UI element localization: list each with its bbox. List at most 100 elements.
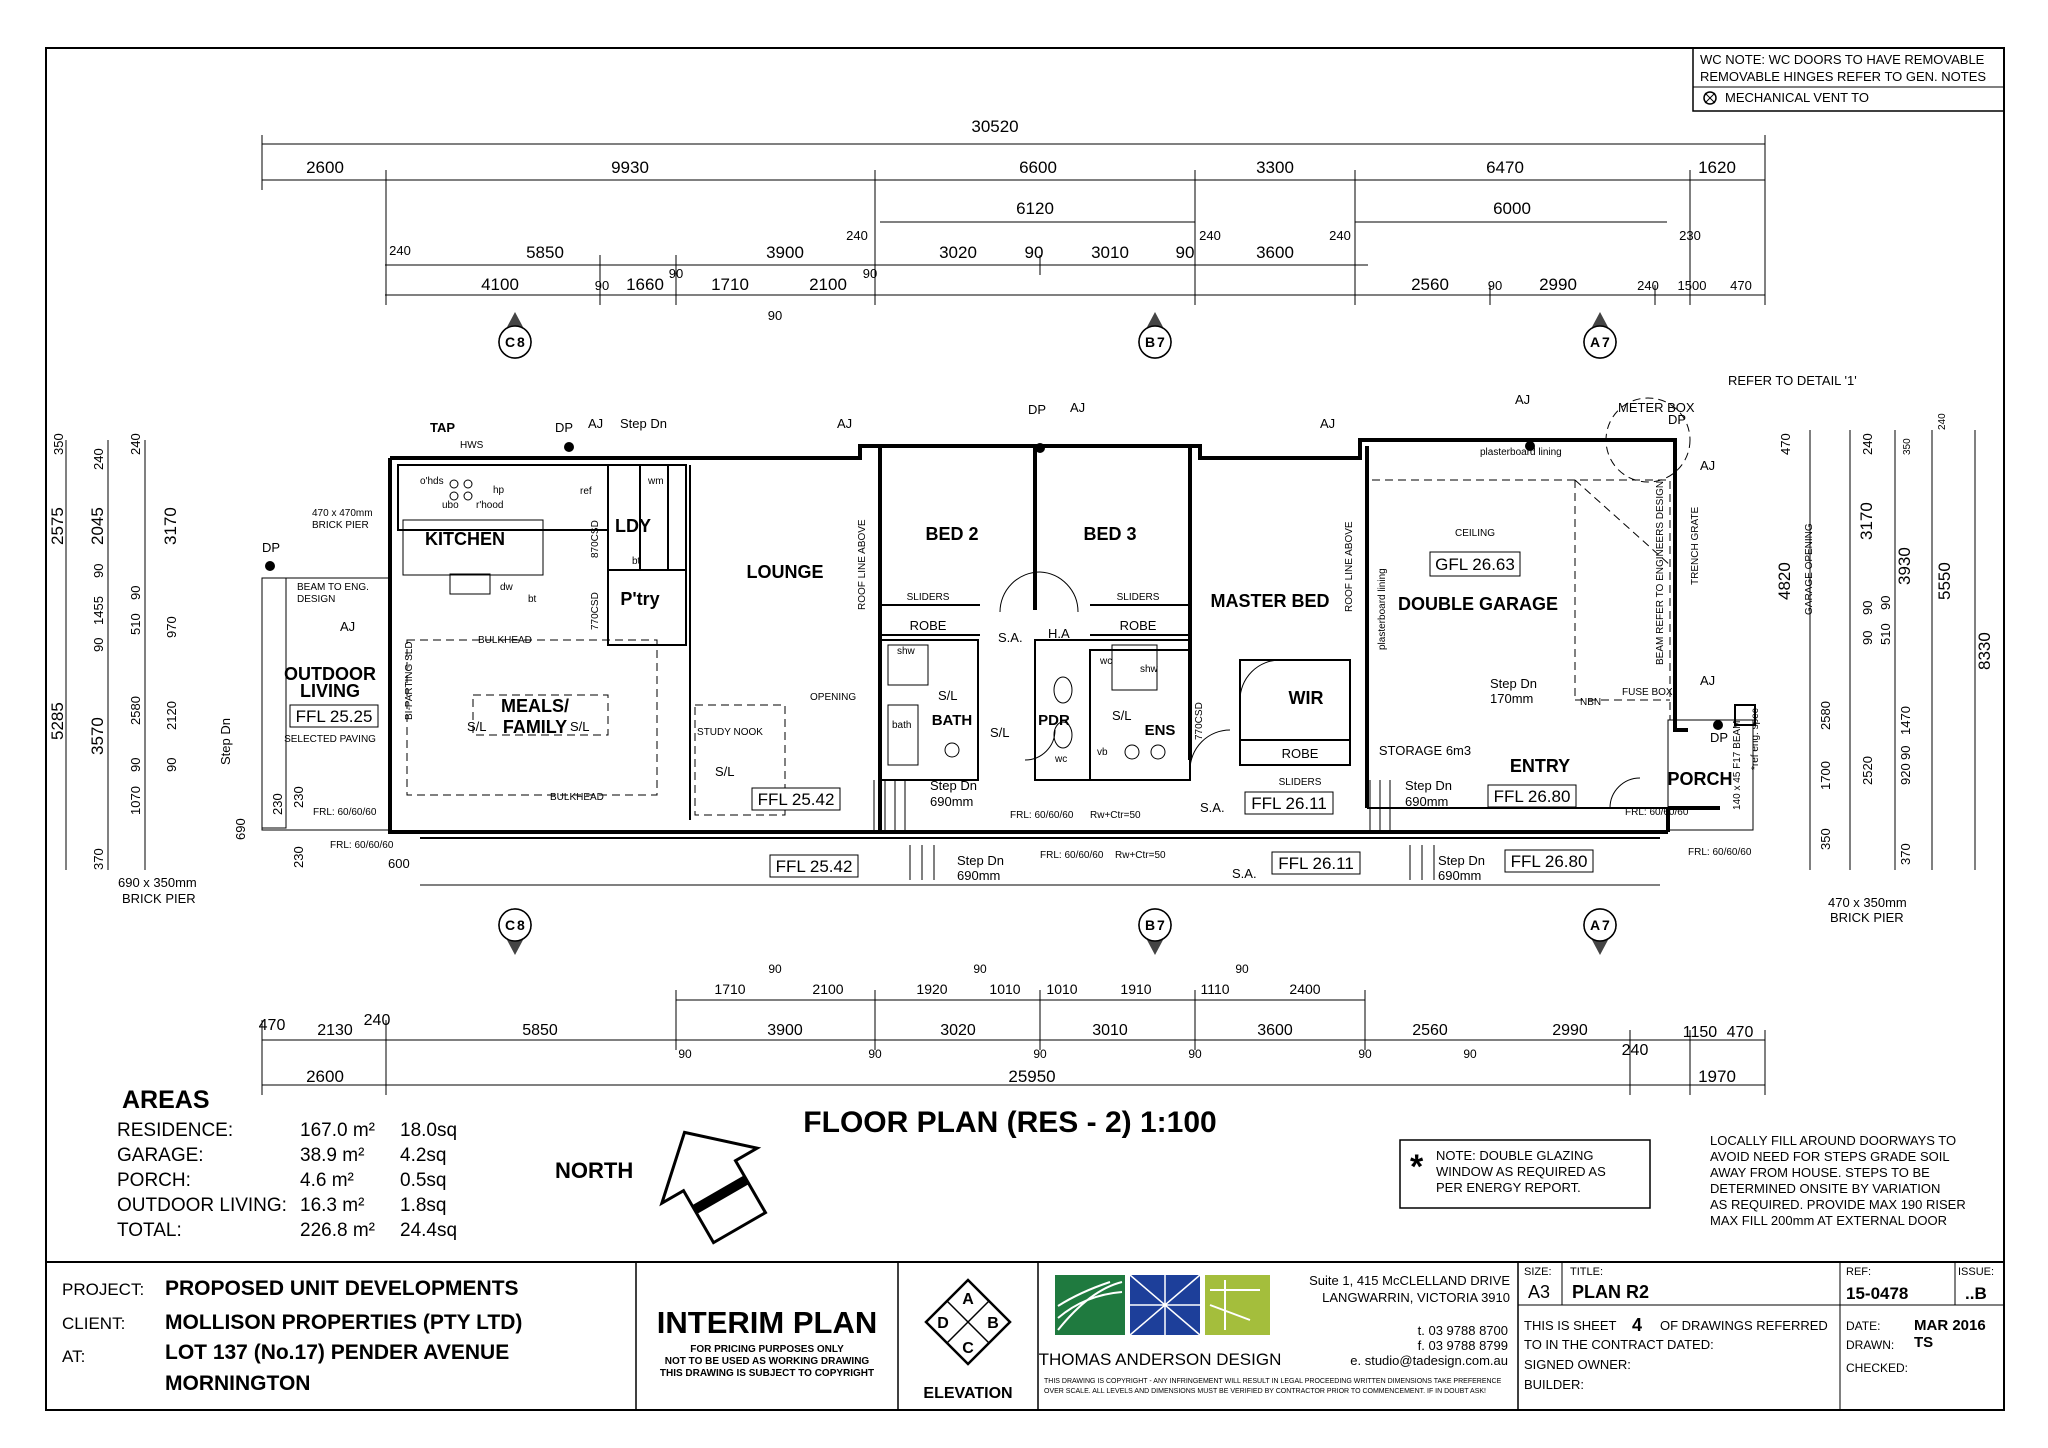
dim-left-outer-1: 2575 <box>48 507 67 545</box>
dim-right-inner-3: 1700 <box>1818 761 1833 790</box>
dim-bottom-90: 90 <box>868 1047 882 1061</box>
asterisk-icon: * <box>1410 1148 1424 1186</box>
brick-pier-690-b: BRICK PIER <box>122 891 196 906</box>
rhood: r'hood <box>476 500 504 511</box>
dim-right-mid-3: 1470 <box>1898 706 1913 735</box>
title-label: TITLE: <box>1570 1266 1603 1278</box>
dim-bottom-r1: 3010 <box>1092 1022 1128 1039</box>
beam-to-eng-design: DESIGN <box>297 594 335 605</box>
size-value: A3 <box>1528 1282 1550 1302</box>
bt-1: bt <box>528 594 537 605</box>
dim-bottom-90: 90 <box>1188 1047 1202 1061</box>
elev-c: C <box>962 1340 974 1357</box>
dim-bottom-90: 90 <box>1358 1047 1372 1061</box>
area-row-sq: 4.2sq <box>400 1145 446 1166</box>
dim-left-mid-3: 1455 <box>91 596 106 625</box>
dp-3-dot <box>265 561 275 571</box>
dp-4: DP <box>1710 730 1728 745</box>
room-bed2: BED 2 <box>925 524 978 544</box>
at-label: AT: <box>62 1347 85 1366</box>
dim-left-inner-4: 510 <box>128 613 143 635</box>
sheet-post: OF DRAWINGS REFERRED <box>1660 1318 1828 1333</box>
garage-opening-label: GARAGE OPENING <box>1804 523 1815 615</box>
top-dimensions: 30520 2600 9930 6600 3300 6470 1620 6120… <box>261 117 1766 323</box>
area-row-m2: 4.6 m² <box>300 1170 354 1191</box>
area-row-m2: 16.3 m² <box>300 1195 364 1216</box>
client-label: CLIENT: <box>62 1314 125 1333</box>
dim-top-r5-4: 1710 <box>711 275 749 294</box>
dim-top-r5-11: 1500 <box>1678 278 1707 293</box>
area-row-m2: 226.8 m² <box>300 1220 375 1241</box>
dim-left-mid-5: 3570 <box>88 717 107 755</box>
dim-right-inner-5: 2520 <box>1860 756 1875 785</box>
sl-6: S/L <box>1112 708 1132 723</box>
signed-owner: SIGNED OWNER: <box>1524 1357 1631 1372</box>
ffl-2680-a: FFL 26.80 <box>1494 787 1571 806</box>
dim-bottom-r1: 470 <box>259 1017 286 1034</box>
level-boxes: FFL 25.25 SELECTED PAVING FFL 25.42 FFL … <box>284 528 1594 878</box>
dim-bottom-side-0: 2600 <box>306 1067 344 1086</box>
dim-bottom-90: 90 <box>768 962 782 976</box>
frl-5: FRL: 60/60/60 <box>1625 807 1689 818</box>
dim-right-inner-2: 2580 <box>1818 701 1833 730</box>
plaster-2: plasterboard lining <box>1377 568 1388 650</box>
csd-870: 870CSD <box>590 520 601 558</box>
dp-1: DP <box>555 420 573 435</box>
meter-box-label: METER BOX <box>1618 400 1695 415</box>
fill-note-line: AWAY FROM HOUSE. STEPS TO BE <box>1710 1165 1930 1180</box>
sheet-no: 4 <box>1632 1315 1642 1335</box>
dim-left-mid-0: 240 <box>91 448 106 470</box>
drawn-label: DRAWN: <box>1846 1338 1894 1352</box>
sa-3: S.A. <box>1232 866 1257 881</box>
elev-a: A <box>962 1291 974 1308</box>
dim-left-misc-3: 230 <box>291 846 306 868</box>
selected-paving: SELECTED PAVING <box>284 734 376 745</box>
north-label: NORTH <box>555 1158 633 1183</box>
area-row-label: OUTDOOR LIVING: <box>117 1195 287 1216</box>
ceiling-label: CEILING <box>1455 528 1495 539</box>
step-dn-4: Step Dn <box>957 853 1004 868</box>
frl-3: FRL: 60/60/60 <box>313 807 377 818</box>
dp-3: DP <box>262 540 280 555</box>
dim-left-outer-0: 350 <box>51 433 66 455</box>
fill-note-line: MAX FILL 200mm AT EXTERNAL DOOR <box>1710 1213 1947 1228</box>
roof-line-1: ROOF LINE ABOVE <box>857 519 868 610</box>
copyright-1: THIS DRAWING IS COPYRIGHT - ANY INFRINGE… <box>1044 1378 1502 1385</box>
wc-note-line1: WC NOTE: WC DOORS TO HAVE REMOVABLE <box>1700 52 1985 67</box>
beam-140: 140 x 45 F17 BEAM <box>1732 721 1743 811</box>
sl-1: S/L <box>467 719 487 734</box>
csd-770-1: 770CSD <box>590 592 601 630</box>
room-ptry: P'try <box>620 589 659 609</box>
north-arrow-icon <box>659 1130 768 1245</box>
aj-8: AJ <box>340 619 355 634</box>
ref-label: REF: <box>1846 1266 1871 1278</box>
dim-top-r2-5: 1620 <box>1698 158 1736 177</box>
room-entry: ENTRY <box>1510 756 1570 776</box>
dim-right-inner-9: 90 <box>1898 746 1913 760</box>
dim-top-r4-0: 240 <box>389 243 411 258</box>
dim-top-r4-2: 3900 <box>766 243 804 262</box>
dim-bottom-r0: 2400 <box>1289 981 1320 997</box>
issue-label: ISSUE: <box>1958 1266 1994 1278</box>
north-arrow: NORTH <box>555 1130 768 1245</box>
refer-detail: REFER TO DETAIL '1' <box>1728 373 1857 388</box>
glazing-line-3: PER ENERGY REPORT. <box>1436 1180 1581 1195</box>
elev-b: B <box>987 1315 999 1332</box>
room-porch: PORCH <box>1667 769 1732 789</box>
dim-right-inner-7: 370 <box>1898 843 1913 865</box>
dim-top-r4-7: 90 <box>1176 243 1195 262</box>
dim-left-mid-7: 90 <box>128 758 143 772</box>
section-marker-num: 8 <box>517 334 525 350</box>
frl-4: FRL: 60/60/60 <box>330 840 394 851</box>
glazing-line-2: WINDOW AS REQUIRED AS <box>1436 1164 1606 1179</box>
area-row-label: GARAGE: <box>117 1145 204 1166</box>
dim-left-mid-1: 2045 <box>88 507 107 545</box>
dim-top-r4-1: 5850 <box>526 243 564 262</box>
dim-top-r5-8: 90 <box>1488 278 1502 293</box>
dim-top-r5-1: 90 <box>595 278 609 293</box>
